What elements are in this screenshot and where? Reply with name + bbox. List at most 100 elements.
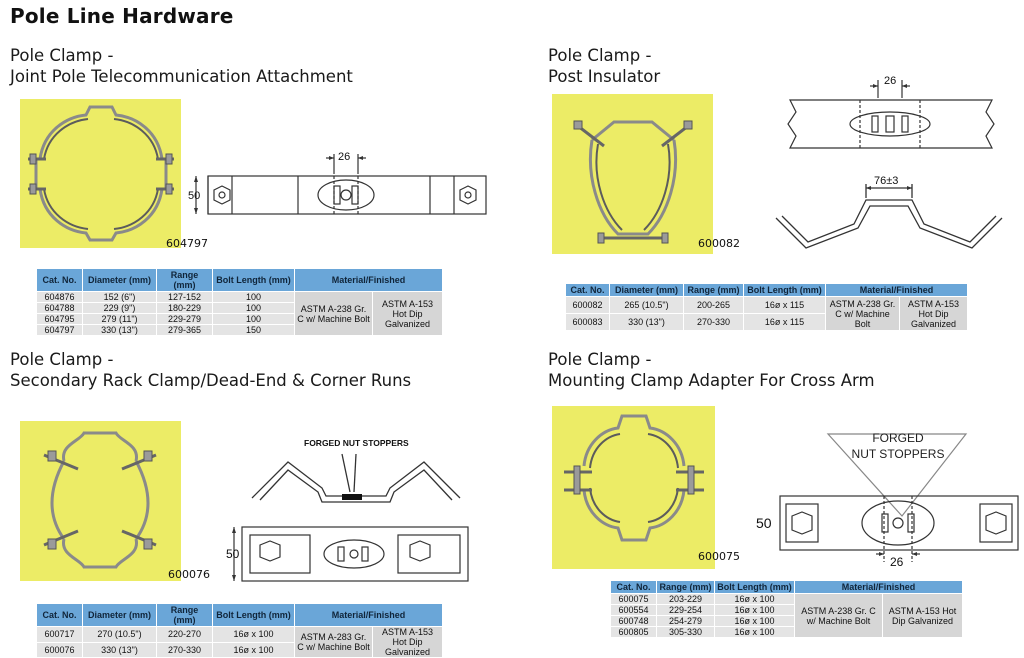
technical-drawing-mounting-clamp: FORGED NUT STOPPERS 50 26	[752, 430, 1020, 570]
finish-cell: ASTM A-153 Hot Dip Galvanized	[899, 296, 968, 331]
col-header: Bolt Length (mm)	[743, 283, 826, 297]
clamp-ring-icon	[28, 105, 174, 242]
dim-width-label: 50	[226, 547, 240, 561]
table-row: 600805 305-330 16ø x 100	[610, 626, 963, 638]
clamp-ring-icon	[573, 120, 693, 244]
table-cell: 100	[212, 302, 295, 314]
table-cell: 279 (11")	[82, 313, 157, 325]
table-row: 600075 203-229 16ø x 100 ASTM A-238 Gr. …	[610, 593, 963, 638]
table-cell: 16ø x 100	[714, 593, 795, 605]
col-header: Material/Finished	[825, 283, 968, 297]
table-cell: 600717	[36, 626, 83, 643]
table-cell: 16ø x 115	[743, 313, 826, 331]
table-cell: 604876	[36, 291, 83, 303]
table-cell: 229-254	[656, 604, 715, 616]
section-heading-post-insulator: Pole Clamp - Post Insulator	[548, 45, 660, 87]
section-heading-line2: Secondary Rack Clamp/Dead-End & Corner R…	[10, 371, 412, 390]
table-cell: 150	[212, 324, 295, 336]
table-cell: 600082	[565, 296, 610, 314]
clamp-ring-icon	[564, 414, 704, 542]
table-cell: 16ø x 100	[714, 615, 795, 627]
table-cell: 600805	[610, 626, 657, 638]
table-cell: 203-229	[656, 593, 715, 605]
section-heading-line1: Pole Clamp -	[548, 46, 652, 65]
col-header: Range (mm)	[656, 580, 715, 594]
page-title: Pole Line Hardware	[10, 4, 234, 28]
table-cell: 600075	[610, 593, 657, 605]
finish-cell: ASTM A-153 Hot Dip Galvanized	[372, 626, 443, 658]
col-header: Material/Finished	[294, 268, 443, 292]
table-cell: 330 (13")	[609, 313, 684, 331]
spec-table-mounting-clamp: Cat. No. Range (mm) Bolt Length (mm) Mat…	[610, 580, 963, 638]
col-header: Cat. No.	[36, 603, 83, 627]
technical-drawing-secondary-rack-top: 50	[226, 523, 470, 585]
table-cell: 600076	[36, 641, 83, 658]
callout-text: FORGED NUT STOPPERS	[304, 438, 409, 448]
col-header: Bolt Length (mm)	[212, 603, 295, 627]
section-heading-joint-pole: Pole Clamp - Joint Pole Telecommunicatio…	[10, 45, 353, 87]
table-cell: 330 (13")	[82, 324, 157, 336]
section-heading-line1: Pole Clamp -	[10, 46, 114, 65]
table-cell: 16ø x 115	[743, 296, 826, 314]
table-row: 604876 152 (6") 127-152 100 ASTM A-238 G…	[36, 291, 443, 336]
material-cell: ASTM A-238 Gr. C w/ Machine Bolt	[294, 291, 373, 336]
table-cell: 16ø x 100	[714, 626, 795, 638]
section-heading-secondary-rack: Pole Clamp - Secondary Rack Clamp/Dead-E…	[10, 349, 411, 391]
dim-spacing-label: 26	[890, 555, 904, 569]
table-cell: 279-365	[156, 324, 213, 336]
dim-spacing-label: 26	[884, 75, 896, 87]
technical-drawing-secondary-rack-side: FORGED NUT STOPPERS	[246, 434, 468, 512]
table-cell: 305-330	[656, 626, 715, 638]
col-header: Range (mm)	[156, 268, 213, 292]
col-header: Diameter (mm)	[82, 603, 157, 627]
dim-width-label: 50	[188, 190, 200, 202]
table-cell: 600083	[565, 313, 610, 331]
table-row: 600083 330 (13") 270-330 16ø x 115	[565, 313, 968, 331]
table-cell: 229-279	[156, 313, 213, 325]
clamp-ring-icon	[43, 431, 157, 569]
spec-table-joint-pole: Cat. No. Diameter (mm) Range (mm) Bolt L…	[36, 268, 443, 336]
table-cell: 270-330	[156, 641, 213, 658]
forged-nut-stoppers-label: FORGED NUT STOPPERS	[304, 438, 409, 448]
col-header: Material/Finished	[794, 580, 963, 594]
material-cell: ASTM A-283 Gr. C w/ Machine Bolt	[294, 626, 373, 658]
table-cell: 152 (6")	[82, 291, 157, 303]
table-cell: 604788	[36, 302, 83, 314]
material-cell: ASTM A-238 Gr. C w/ Machine Bolt	[825, 296, 900, 331]
section-heading-line2: Joint Pole Telecommunication Attachment	[10, 67, 353, 86]
col-header: Range (mm)	[683, 283, 744, 297]
table-row: 600082 265 (10.5") 200-265 16ø x 115 AST…	[565, 296, 968, 331]
col-header: Diameter (mm)	[82, 268, 157, 292]
photo-catalog-number: 600075	[698, 550, 740, 563]
section-heading-line2: Mounting Clamp Adapter For Cross Arm	[548, 371, 875, 390]
col-header: Cat. No.	[36, 268, 83, 292]
table-row: 604797 330 (13") 279-365 150	[36, 324, 443, 336]
table-cell: 600748	[610, 615, 657, 627]
table-cell: 180-229	[156, 302, 213, 314]
technical-drawing-post-insulator-top: 26	[780, 72, 1004, 162]
col-header: Bolt Length (mm)	[212, 268, 295, 292]
table-cell: 604795	[36, 313, 83, 325]
photo-catalog-number: 604797	[166, 237, 208, 250]
product-photo-post-insulator-clamp	[552, 94, 713, 254]
finish-cell: ASTM A-153 Hot Dip Galvanized	[882, 593, 963, 638]
table-cell: 16ø x 100	[714, 604, 795, 616]
section-heading-line1: Pole Clamp -	[548, 350, 652, 369]
dim-width-label: 50	[756, 515, 772, 531]
table-cell: 270 (10.5")	[82, 626, 157, 643]
col-header: Cat. No.	[565, 283, 610, 297]
table-cell: 265 (10.5")	[609, 296, 684, 314]
col-header: Cat. No.	[610, 580, 657, 594]
table-row: 600076 330 (13") 270-330 16ø x 100	[36, 641, 443, 658]
table-cell: 100	[212, 313, 295, 325]
col-header: Diameter (mm)	[609, 283, 684, 297]
forged-label: FORGED	[872, 431, 924, 445]
table-cell: 330 (13")	[82, 641, 157, 658]
col-header: Bolt Length (mm)	[714, 580, 795, 594]
nut-stoppers-label: NUT STOPPERS	[852, 447, 945, 461]
dim-spacing-label: 26	[338, 151, 350, 163]
technical-drawing-post-insulator-side: 76±3	[770, 172, 1008, 262]
product-photo-mounting-clamp	[552, 406, 715, 569]
table-row: 600748 254-279 16ø x 100	[610, 615, 963, 627]
spec-table-post-insulator: Cat. No. Diameter (mm) Range (mm) Bolt L…	[565, 283, 968, 331]
